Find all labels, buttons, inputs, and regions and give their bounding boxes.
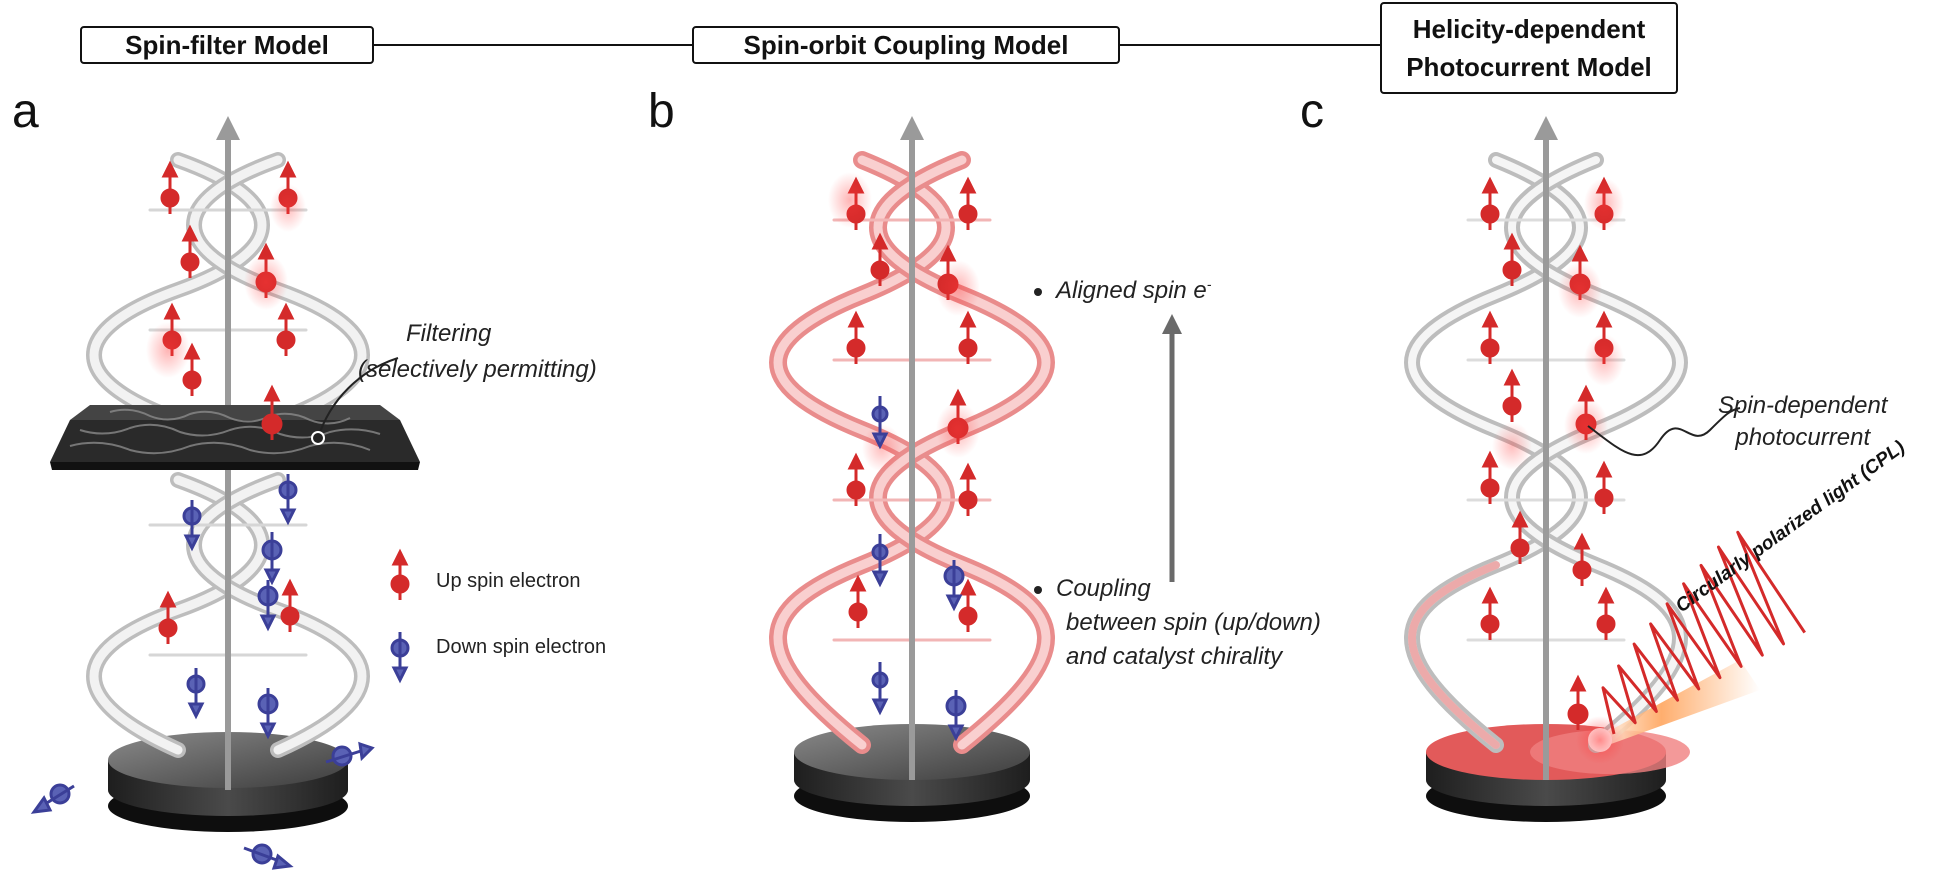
aligned-spin-text: Aligned spin e [1056, 277, 1207, 304]
spin-orbit-coupling-model-box: Spin-orbit Coupling Model [692, 26, 1120, 64]
photocurrent-pointer [1587, 407, 1741, 457]
coupling-line-2: between spin (up/down) [1066, 609, 1321, 636]
cpl-beam [1596, 660, 1760, 748]
filter-pointer [311, 357, 399, 445]
model-title-line-2: Photocurrent Model [1406, 52, 1652, 82]
down-spins-a [182, 474, 298, 740]
down-spins-b [871, 396, 967, 742]
header-connector-left [372, 44, 692, 46]
panel-letter-a: a [12, 85, 39, 138]
panel-b-diagram [769, 116, 1182, 822]
glow-b [828, 172, 980, 472]
panel-letter-b: b [648, 85, 675, 138]
legend-up-label: Up spin electron [436, 570, 581, 592]
coupling-line-1: Coupling [1056, 575, 1151, 602]
filtering-label: Filtering [406, 320, 492, 347]
legend-down-marker [390, 632, 410, 684]
legend-down-label: Down spin electron [436, 636, 607, 658]
helicity-photocurrent-model-box: Helicity-dependent Photocurrent Model [1380, 2, 1678, 94]
spin-filter-model-box: Spin-filter Model [80, 26, 374, 64]
panel-c-diagram [1404, 116, 1806, 822]
coupling-label: Coupling between spin (up/down) and cata… [1056, 572, 1321, 674]
header-connector-right [1118, 44, 1380, 46]
filtering-sublabel: (selectively permitting) [358, 356, 597, 383]
model-title: Spin-filter Model [125, 29, 329, 60]
helix-b [769, 151, 1055, 754]
legend-up-marker [390, 548, 410, 600]
bullet-coupling [1034, 586, 1042, 594]
scattered-down-spins [30, 741, 375, 870]
bullet-aligned [1034, 288, 1042, 296]
electron-charge-sup: - [1206, 276, 1212, 292]
up-spins-b [846, 176, 978, 632]
panel-letter-c: c [1300, 85, 1324, 138]
aligned-spin-label: Aligned spin e- [1056, 276, 1211, 305]
photocurrent-line-1: Spin-dependent [1718, 392, 1888, 419]
panel-a-diagram [30, 116, 420, 870]
glow-a [146, 184, 306, 378]
coupling-line-3: and catalyst chirality [1066, 643, 1283, 670]
model-title-line-1: Helicity-dependent [1412, 14, 1646, 44]
base-disc-c [1426, 724, 1690, 822]
filter-plate [50, 405, 420, 470]
helix-a [86, 152, 370, 758]
glow-c [1492, 178, 1624, 470]
cpl-wave [1601, 530, 1806, 735]
photocurrent-label: Spin-dependent photocurrent [1718, 390, 1887, 454]
photocurrent-line-2: photocurrent [1735, 424, 1871, 451]
model-title: Spin-orbit Coupling Model [743, 29, 1069, 60]
